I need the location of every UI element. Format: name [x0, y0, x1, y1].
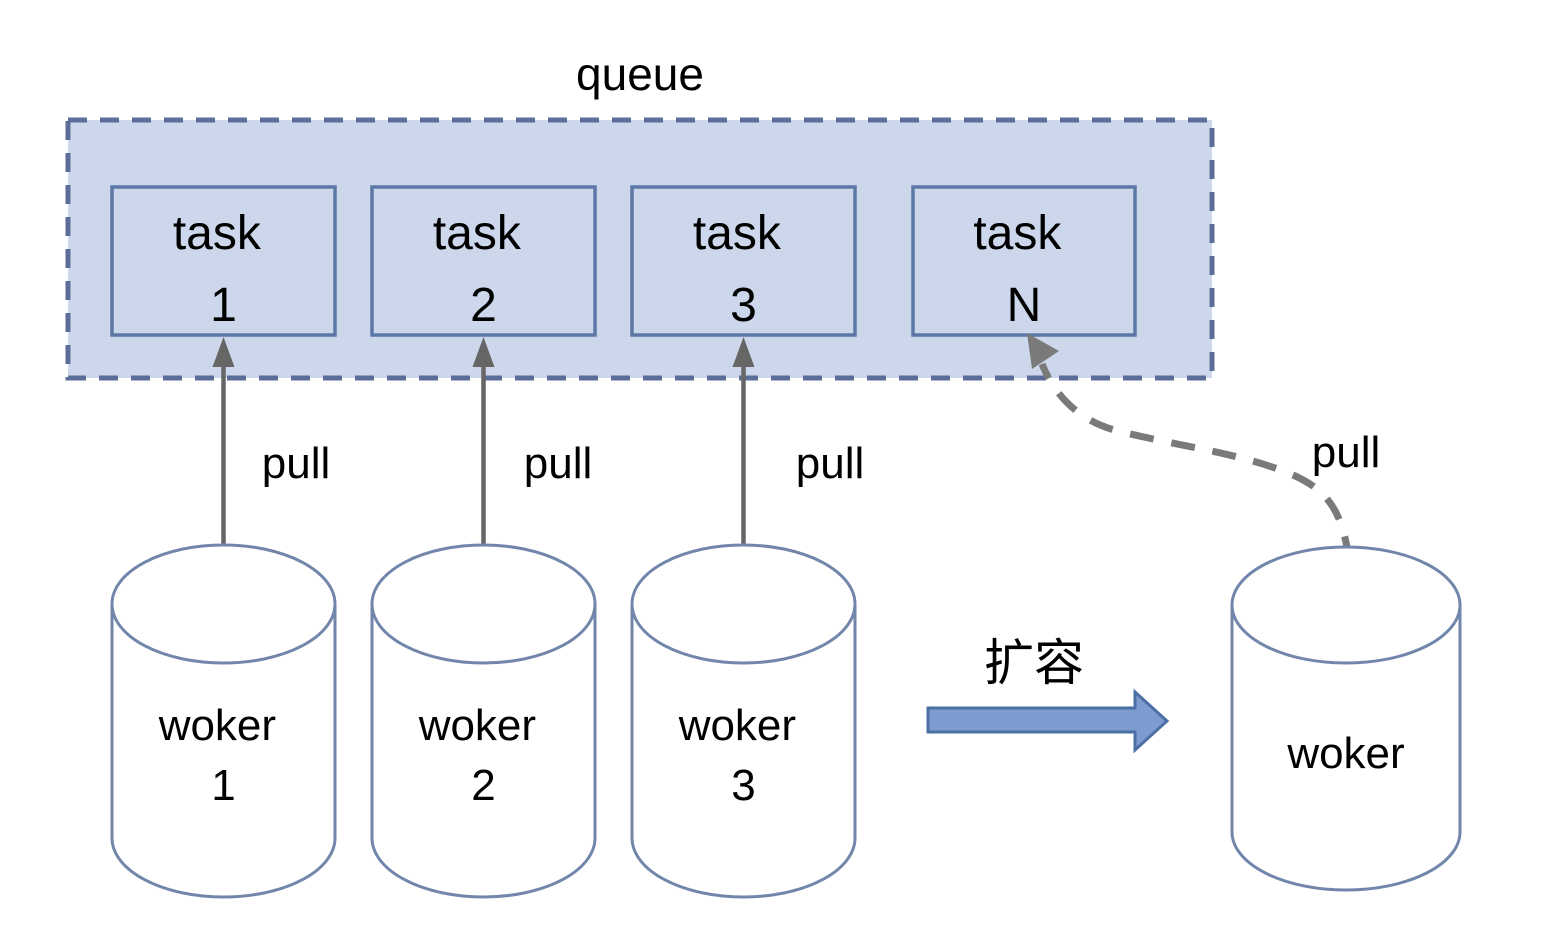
task-3-rect — [630, 185, 857, 337]
scale-out-arrow-icon — [926, 688, 1170, 754]
worker-3-id: 3 — [731, 761, 755, 810]
worker-3-body — [630, 604, 857, 899]
task-n-label: task N — [973, 207, 1074, 332]
task-3-label: task 3 — [693, 207, 794, 332]
worker-new-body — [1230, 605, 1462, 892]
pull-label-3: pull — [796, 439, 865, 488]
worker-cylinder-1: woker 1 — [110, 543, 337, 899]
pull-arrow-3: pull — [732, 337, 865, 547]
task-n-name: task — [973, 207, 1062, 260]
task-n-id: N — [1007, 279, 1042, 332]
pull-arrow-dashed: pull — [1027, 333, 1381, 561]
worker-2-name: woker — [418, 701, 536, 750]
worker-cylinder-2: woker 2 — [370, 543, 597, 899]
task-3-name: task — [693, 207, 782, 260]
task-3-id: 3 — [730, 279, 757, 332]
task-box-1: task 1 — [110, 185, 337, 337]
task-1-rect — [110, 185, 337, 337]
worker-3-label: woker 3 — [678, 701, 809, 810]
pull-arrow-2-arrowhead-icon — [472, 337, 495, 367]
scale-out-label: 扩容 — [984, 635, 1084, 691]
task-1-label: task 1 — [173, 207, 274, 332]
worker-2-id: 2 — [471, 761, 495, 810]
worker-3-name: woker — [678, 701, 796, 750]
task-box-2: task 2 — [370, 185, 597, 337]
worker-cylinder-3: woker 3 — [630, 543, 857, 899]
worker-1-name: woker — [158, 701, 276, 750]
task-1-name: task — [173, 207, 262, 260]
worker-1-id: 1 — [211, 761, 235, 810]
worker-1-label: woker 1 — [158, 701, 289, 810]
pull-label-1: pull — [262, 439, 331, 488]
worker-2-label: woker 2 — [418, 701, 549, 810]
scale-out-arrow: 扩容 — [926, 635, 1170, 754]
pull-label-4: pull — [1312, 428, 1381, 477]
pull-arrow-1-arrowhead-icon — [212, 337, 235, 367]
worker-1-top — [110, 543, 337, 665]
task-2-label: task 2 — [433, 207, 534, 332]
pull-arrow-dashed-arrowhead-icon — [1027, 333, 1059, 369]
worker-new-label: woker — [1286, 729, 1404, 778]
worker-2-top — [370, 543, 597, 665]
pull-arrow-2: pull — [472, 337, 593, 547]
task-2-id: 2 — [470, 279, 497, 332]
task-box-3: task 3 — [630, 185, 857, 337]
worker-cylinder-new: woker — [1230, 545, 1462, 892]
task-2-rect — [370, 185, 597, 337]
queue-label: queue — [576, 48, 704, 100]
task-box-n: task N — [911, 185, 1137, 337]
worker-2-body — [370, 604, 597, 899]
task-n-rect — [911, 185, 1137, 337]
pull-label-2: pull — [524, 439, 593, 488]
worker-1-body — [110, 604, 337, 899]
worker-3-top — [630, 543, 857, 665]
pull-arrow-dashed-curve — [1038, 362, 1353, 561]
task-2-name: task — [433, 207, 522, 260]
worker-new-top — [1230, 545, 1462, 665]
task-1-id: 1 — [210, 279, 237, 332]
pull-arrow-1: pull — [212, 337, 331, 547]
pull-arrow-3-arrowhead-icon — [732, 337, 755, 367]
